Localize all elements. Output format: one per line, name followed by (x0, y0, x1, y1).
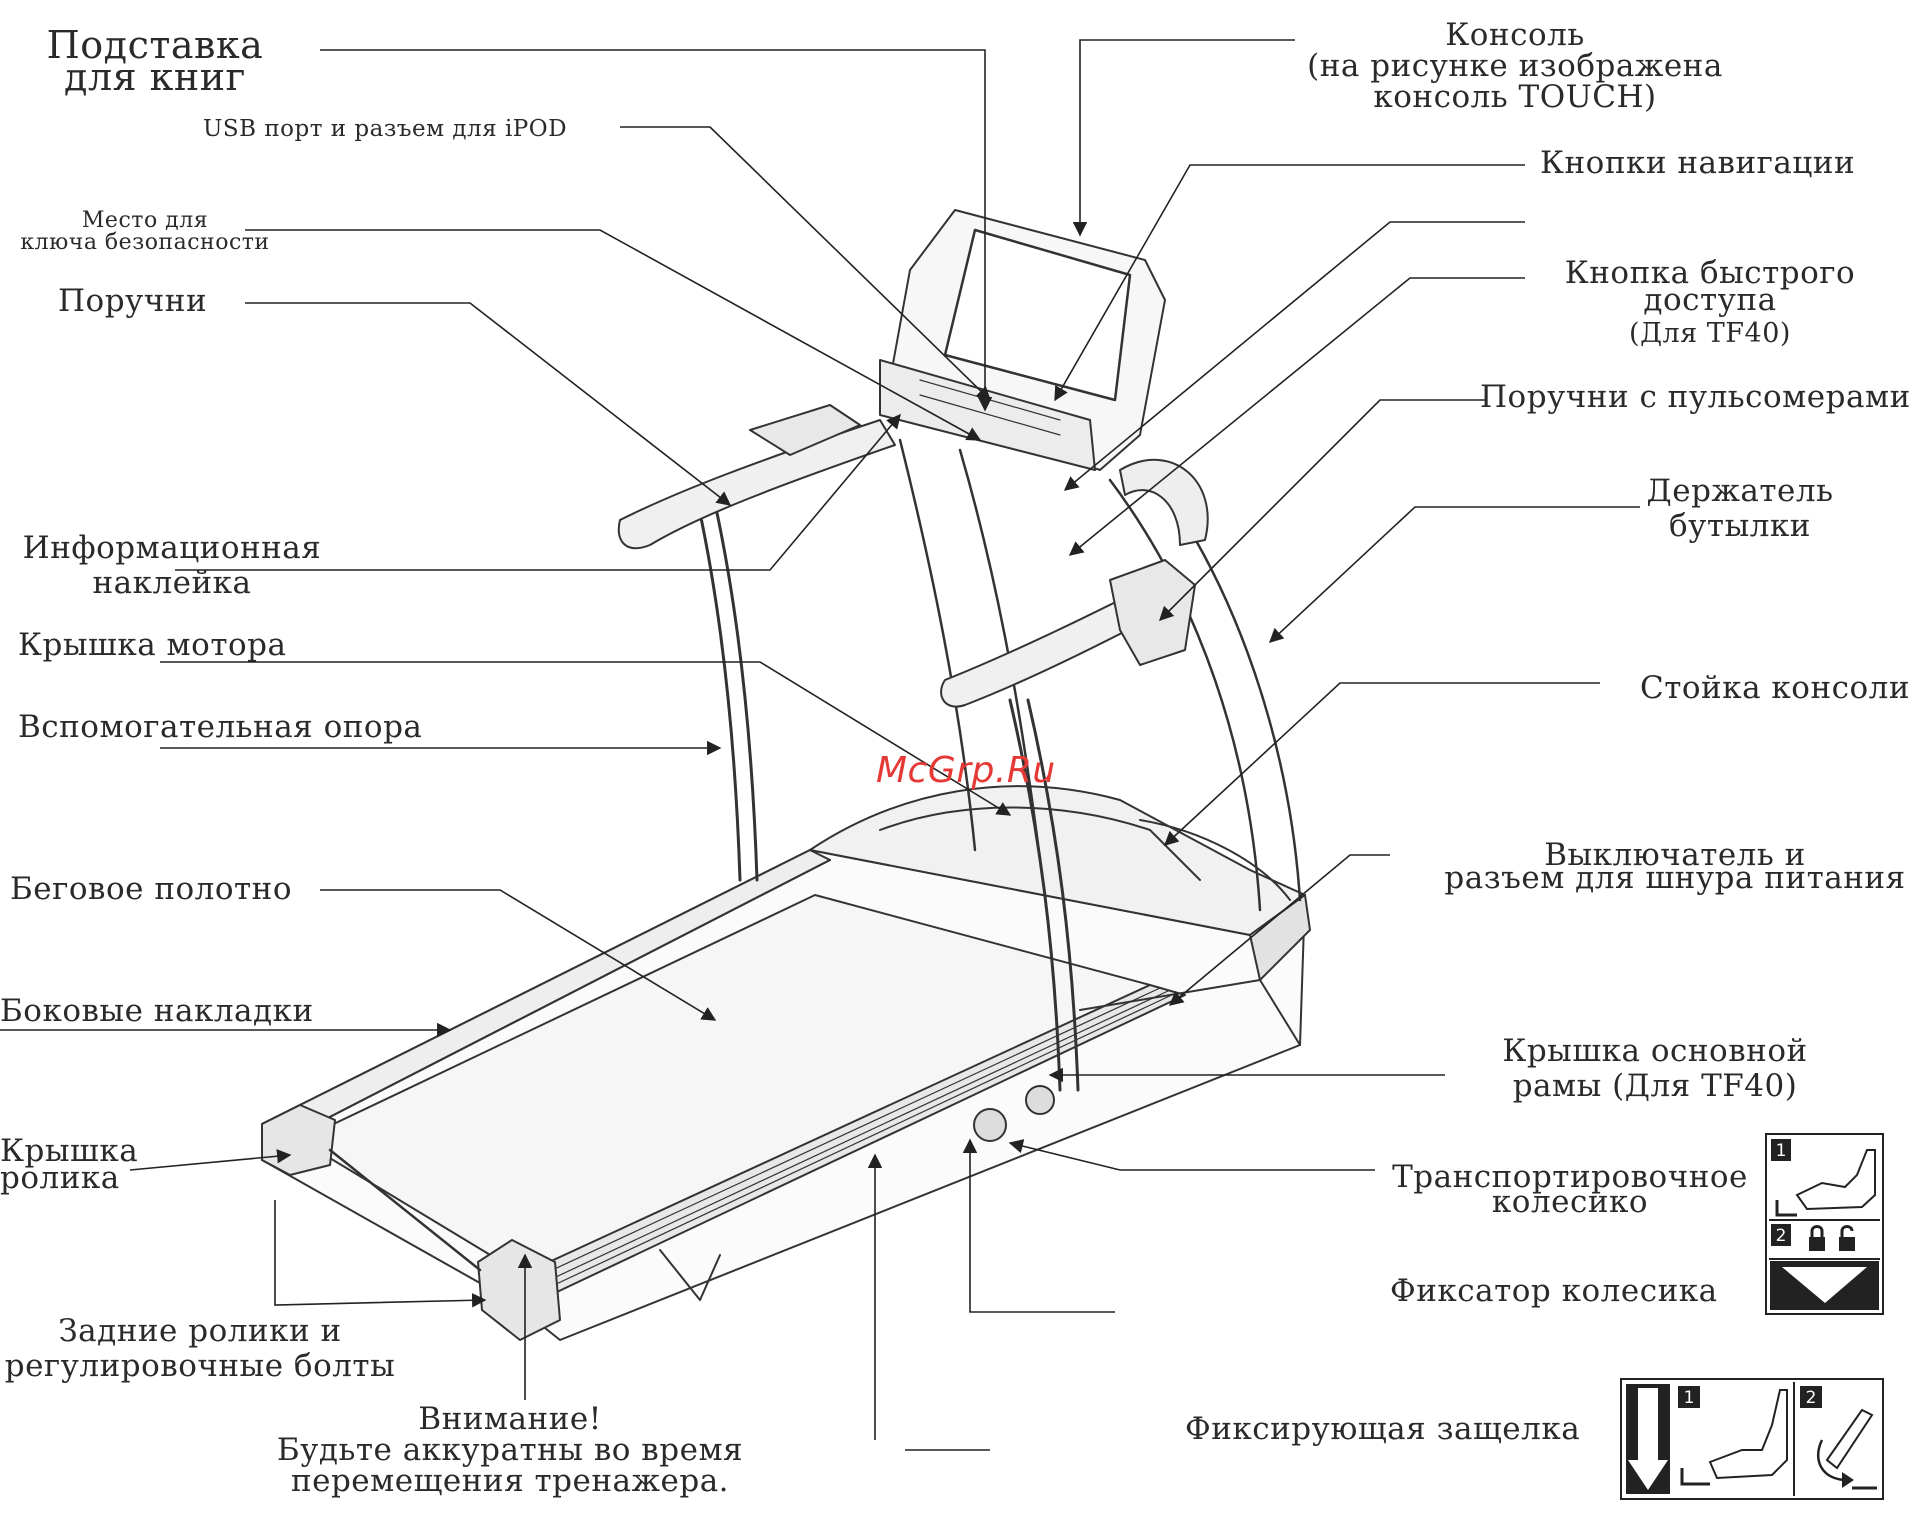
step-badge-1 (1678, 1386, 1700, 1408)
label-transport-wheel: Транспортировочное колесико (1390, 1162, 1750, 1218)
pedal-icon (1775, 1200, 1797, 1217)
unlock-icon (1839, 1225, 1855, 1251)
label-bottle-holder: Держатель бутылки (1640, 476, 1840, 542)
label-safety-key: Место для ключа безопасности (10, 210, 280, 254)
label-power-switch-line1: Выключатель и (1544, 837, 1806, 873)
step-badge-2 (1771, 1224, 1791, 1246)
step-badge-2 (1800, 1386, 1822, 1408)
label-book-holder: Подставка для книг (40, 26, 270, 96)
label-aux-support: Вспомогательная опора (18, 709, 423, 745)
label-warning-line3: перемещения тренажера. (290, 1463, 730, 1499)
label-roller-cover-line2: ролика (0, 1160, 120, 1196)
lock-icon (1809, 1225, 1825, 1251)
label-book-holder-line1: Подставка (46, 23, 264, 67)
label-transport-wheel-line1: Транспортировочное (1392, 1159, 1748, 1195)
foot-icon (1708, 1389, 1788, 1480)
label-quick-key-line3: (Для TF40) (1629, 318, 1791, 349)
leader-lines (0, 39, 1640, 1451)
label-rear-rollers: Задние ролики и регулировочные болты (0, 1316, 400, 1382)
pedal-icon (1680, 1468, 1710, 1486)
label-latch: Фиксирующая защелка (1185, 1411, 1581, 1447)
curved-arrow-icon (1816, 1439, 1848, 1482)
foot-icon (1795, 1149, 1876, 1211)
label-quick-key-line1: Кнопка быстрого (1564, 255, 1856, 291)
label-console-line2: (на рисунке изображена (1307, 48, 1723, 84)
label-info-sticker: Информационная наклейка (14, 533, 330, 599)
label-usb-port: USB порт и разъем для iPOD (203, 116, 568, 142)
label-console-line1: Консоль (1445, 17, 1585, 53)
step-badge-1 (1771, 1139, 1791, 1161)
label-motor-cover: Крышка мотора (18, 627, 287, 663)
label-transport-wheel-line2: колесико (1491, 1184, 1649, 1220)
label-power-switch: Выключатель и разъем для шнура питания (1440, 840, 1910, 894)
label-rear-rollers-line2: регулировочные болты (4, 1348, 396, 1384)
label-rear-rollers-line1: Задние ролики и (58, 1313, 342, 1349)
label-info-sticker-line2: наклейка (92, 565, 252, 601)
latch-pictogram-svg: 1 2 (1626, 1382, 1877, 1496)
wheel-lock-pictogram: 1 2 (1765, 1133, 1884, 1315)
label-bottle-holder-line2: бутылки (1669, 508, 1811, 544)
wheel-lock-pictogram-svg: 1 2 (1769, 1139, 1880, 1310)
label-book-holder-line2: для книг (64, 55, 246, 99)
label-frame-cover-line2: рамы (Для TF40) (1512, 1068, 1798, 1104)
label-safety-key-line2: ключа безопасности (20, 230, 270, 255)
arrow-down-icon (1782, 1267, 1867, 1303)
watermark: McGrp.Ru (876, 750, 1056, 791)
label-warning-line2: Будьте аккуратны во время (276, 1432, 744, 1468)
label-console-mast: Стойка консоли (1640, 670, 1910, 706)
label-bottle-holder-line1: Держатель (1646, 473, 1834, 509)
label-side-rails: Боковые накладки (0, 993, 314, 1029)
label-pulse-handrails: Поручни с пульсомерами (1480, 379, 1911, 415)
label-safety-key-line1: Место для (81, 208, 209, 233)
latch-lever-icon (1825, 1408, 1874, 1470)
treadmill-drawing (261, 209, 1311, 1341)
label-wheel-lock: Фиксатор колесика (1390, 1273, 1718, 1309)
label-handrails: Поручни (58, 283, 208, 319)
label-nav-buttons: Кнопки навигации (1540, 145, 1856, 181)
arrow-down-icon (1628, 1388, 1668, 1490)
label-console-line3: консоль TOUCH) (1373, 79, 1657, 115)
label-frame-cover-line1: Крышка основной (1502, 1033, 1808, 1069)
label-roller-cover-line1: Крышка (0, 1133, 139, 1169)
label-console: Консоль (на рисунке изображена консоль T… (1290, 20, 1740, 113)
label-warning: Внимание! Будьте аккуратны во время пере… (265, 1404, 755, 1497)
label-power-switch-line2: разъем для шнура питания (1444, 860, 1906, 896)
label-running-belt: Беговое полотно (10, 871, 293, 907)
latch-step-number-1: 1 (1684, 1388, 1695, 1408)
label-quick-key-line2: доступа (1643, 282, 1777, 318)
label-info-sticker-line1: Информационная (22, 530, 322, 566)
step-number-1: 1 (1776, 1141, 1787, 1161)
label-roller-cover: Крышка ролика (0, 1136, 138, 1194)
label-frame-cover: Крышка основной рамы (Для TF40) (1480, 1036, 1830, 1102)
latch-pictogram: 1 2 (1620, 1378, 1884, 1500)
label-quick-key: Кнопка быстрого доступа (Для TF40) (1560, 255, 1860, 349)
latch-step-number-2: 2 (1806, 1388, 1817, 1408)
label-warning-line1: Внимание! (418, 1401, 602, 1437)
step-number-2: 2 (1776, 1226, 1787, 1246)
